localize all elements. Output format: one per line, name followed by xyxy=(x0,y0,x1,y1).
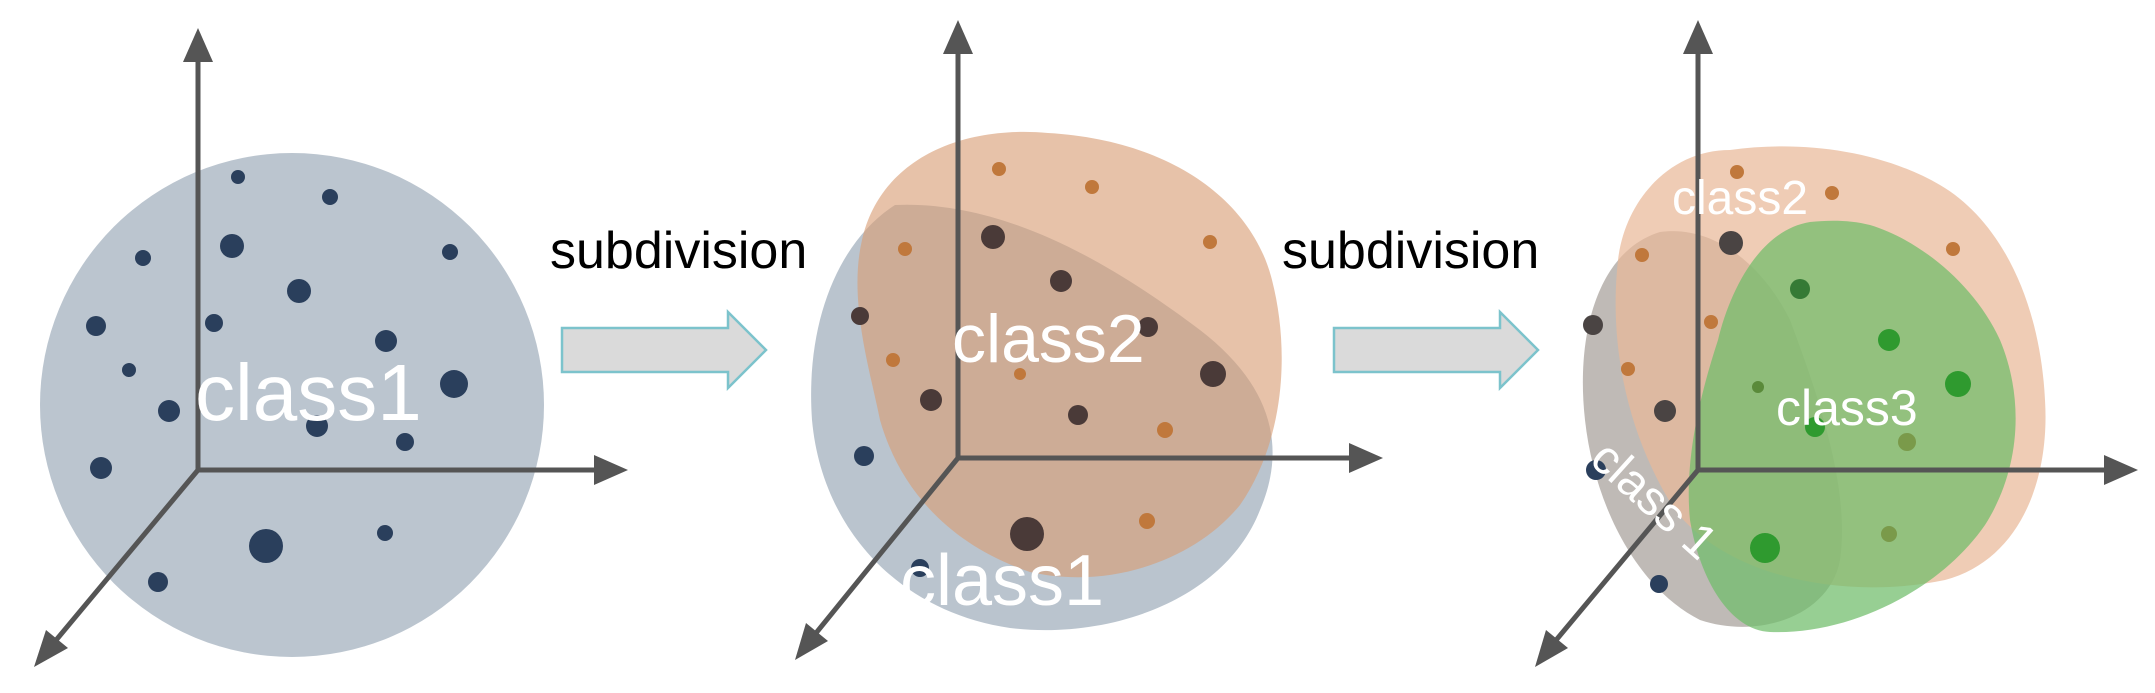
data-point xyxy=(1050,270,1072,292)
class2-points xyxy=(886,162,1217,529)
axis-arrowhead xyxy=(183,28,213,62)
class3-region xyxy=(1688,220,2016,633)
data-point xyxy=(440,370,468,398)
data-point xyxy=(1704,315,1718,329)
data-point xyxy=(375,330,397,352)
panel-1: class1 xyxy=(34,28,628,667)
data-point xyxy=(442,244,458,260)
data-point xyxy=(122,363,136,377)
data-point xyxy=(1752,381,1764,393)
data-point xyxy=(306,415,328,437)
data-point xyxy=(1085,180,1099,194)
data-point xyxy=(1138,317,1158,337)
data-point xyxy=(886,353,900,367)
data-point xyxy=(898,242,912,256)
data-point xyxy=(396,433,414,451)
data-point xyxy=(851,307,869,325)
axes-3d xyxy=(810,50,1355,640)
data-point xyxy=(287,279,311,303)
data-point xyxy=(90,457,112,479)
axis-arrowhead xyxy=(594,455,628,485)
data-point xyxy=(205,314,223,332)
data-point xyxy=(1010,517,1044,551)
axes-3d xyxy=(1550,50,2110,647)
data-point xyxy=(1068,405,1088,425)
class2-points xyxy=(1621,165,1960,376)
panel-3: class2 class3 class 1 xyxy=(1535,20,2138,667)
data-point xyxy=(1750,533,1780,563)
right-arrow-icon xyxy=(560,308,768,392)
data-point xyxy=(1945,371,1971,397)
axis-arrowhead xyxy=(1349,443,1383,473)
data-point xyxy=(981,225,1005,249)
data-point xyxy=(231,170,245,184)
data-point xyxy=(1139,513,1155,529)
data-point xyxy=(1881,526,1897,542)
class2-region xyxy=(857,131,1282,578)
class1-points xyxy=(86,170,468,592)
data-point xyxy=(158,400,180,422)
arrow-label: subdivision xyxy=(1282,222,1539,280)
data-point xyxy=(1730,165,1744,179)
axis-arrowhead xyxy=(1683,20,1713,54)
class1-points xyxy=(851,225,1226,577)
data-point xyxy=(1014,368,1026,380)
axes-3d xyxy=(50,58,600,647)
data-point xyxy=(992,162,1006,176)
class3-points xyxy=(1750,279,1971,563)
axis-arrowhead xyxy=(943,20,973,54)
subdivision-arrow-2: subdivision xyxy=(1282,222,1540,392)
class1-region xyxy=(40,153,544,657)
data-point xyxy=(1586,460,1606,480)
data-point xyxy=(1650,575,1668,593)
data-point xyxy=(1157,422,1173,438)
axis-arrowhead xyxy=(1535,630,1568,667)
data-point xyxy=(1654,400,1676,422)
subdivision-arrow-1: subdivision xyxy=(550,222,807,392)
axis-arrowhead xyxy=(34,630,68,667)
data-point xyxy=(1635,248,1649,262)
panel-2: class2 class1 xyxy=(795,20,1383,660)
data-point xyxy=(220,234,244,258)
data-point xyxy=(1203,235,1217,249)
data-point xyxy=(920,389,942,411)
axis-arrowhead xyxy=(795,623,828,660)
data-point xyxy=(1825,186,1839,200)
data-point xyxy=(377,525,393,541)
axis-arrowhead xyxy=(2104,455,2138,485)
data-point xyxy=(1898,433,1916,451)
data-point xyxy=(1200,361,1226,387)
data-point xyxy=(322,189,338,205)
data-point xyxy=(911,559,929,577)
data-point xyxy=(1621,362,1635,376)
arrow-label: subdivision xyxy=(550,222,807,280)
class-label: class3 xyxy=(1776,380,1918,436)
data-point xyxy=(854,446,874,466)
data-point xyxy=(86,316,106,336)
class-label: class1 xyxy=(195,348,422,437)
class1-points xyxy=(1583,231,1743,593)
data-point xyxy=(1878,329,1900,351)
right-arrow-icon xyxy=(1332,308,1540,392)
data-point xyxy=(135,250,151,266)
class-label: class2 xyxy=(1672,172,1808,225)
data-point xyxy=(1719,231,1743,255)
data-point xyxy=(1790,279,1810,299)
data-point xyxy=(148,572,168,592)
data-point xyxy=(1946,242,1960,256)
data-point xyxy=(1583,315,1603,335)
data-point xyxy=(1805,417,1825,437)
class-label: class1 xyxy=(900,541,1104,621)
class-label: class2 xyxy=(952,301,1145,377)
data-point xyxy=(249,529,283,563)
